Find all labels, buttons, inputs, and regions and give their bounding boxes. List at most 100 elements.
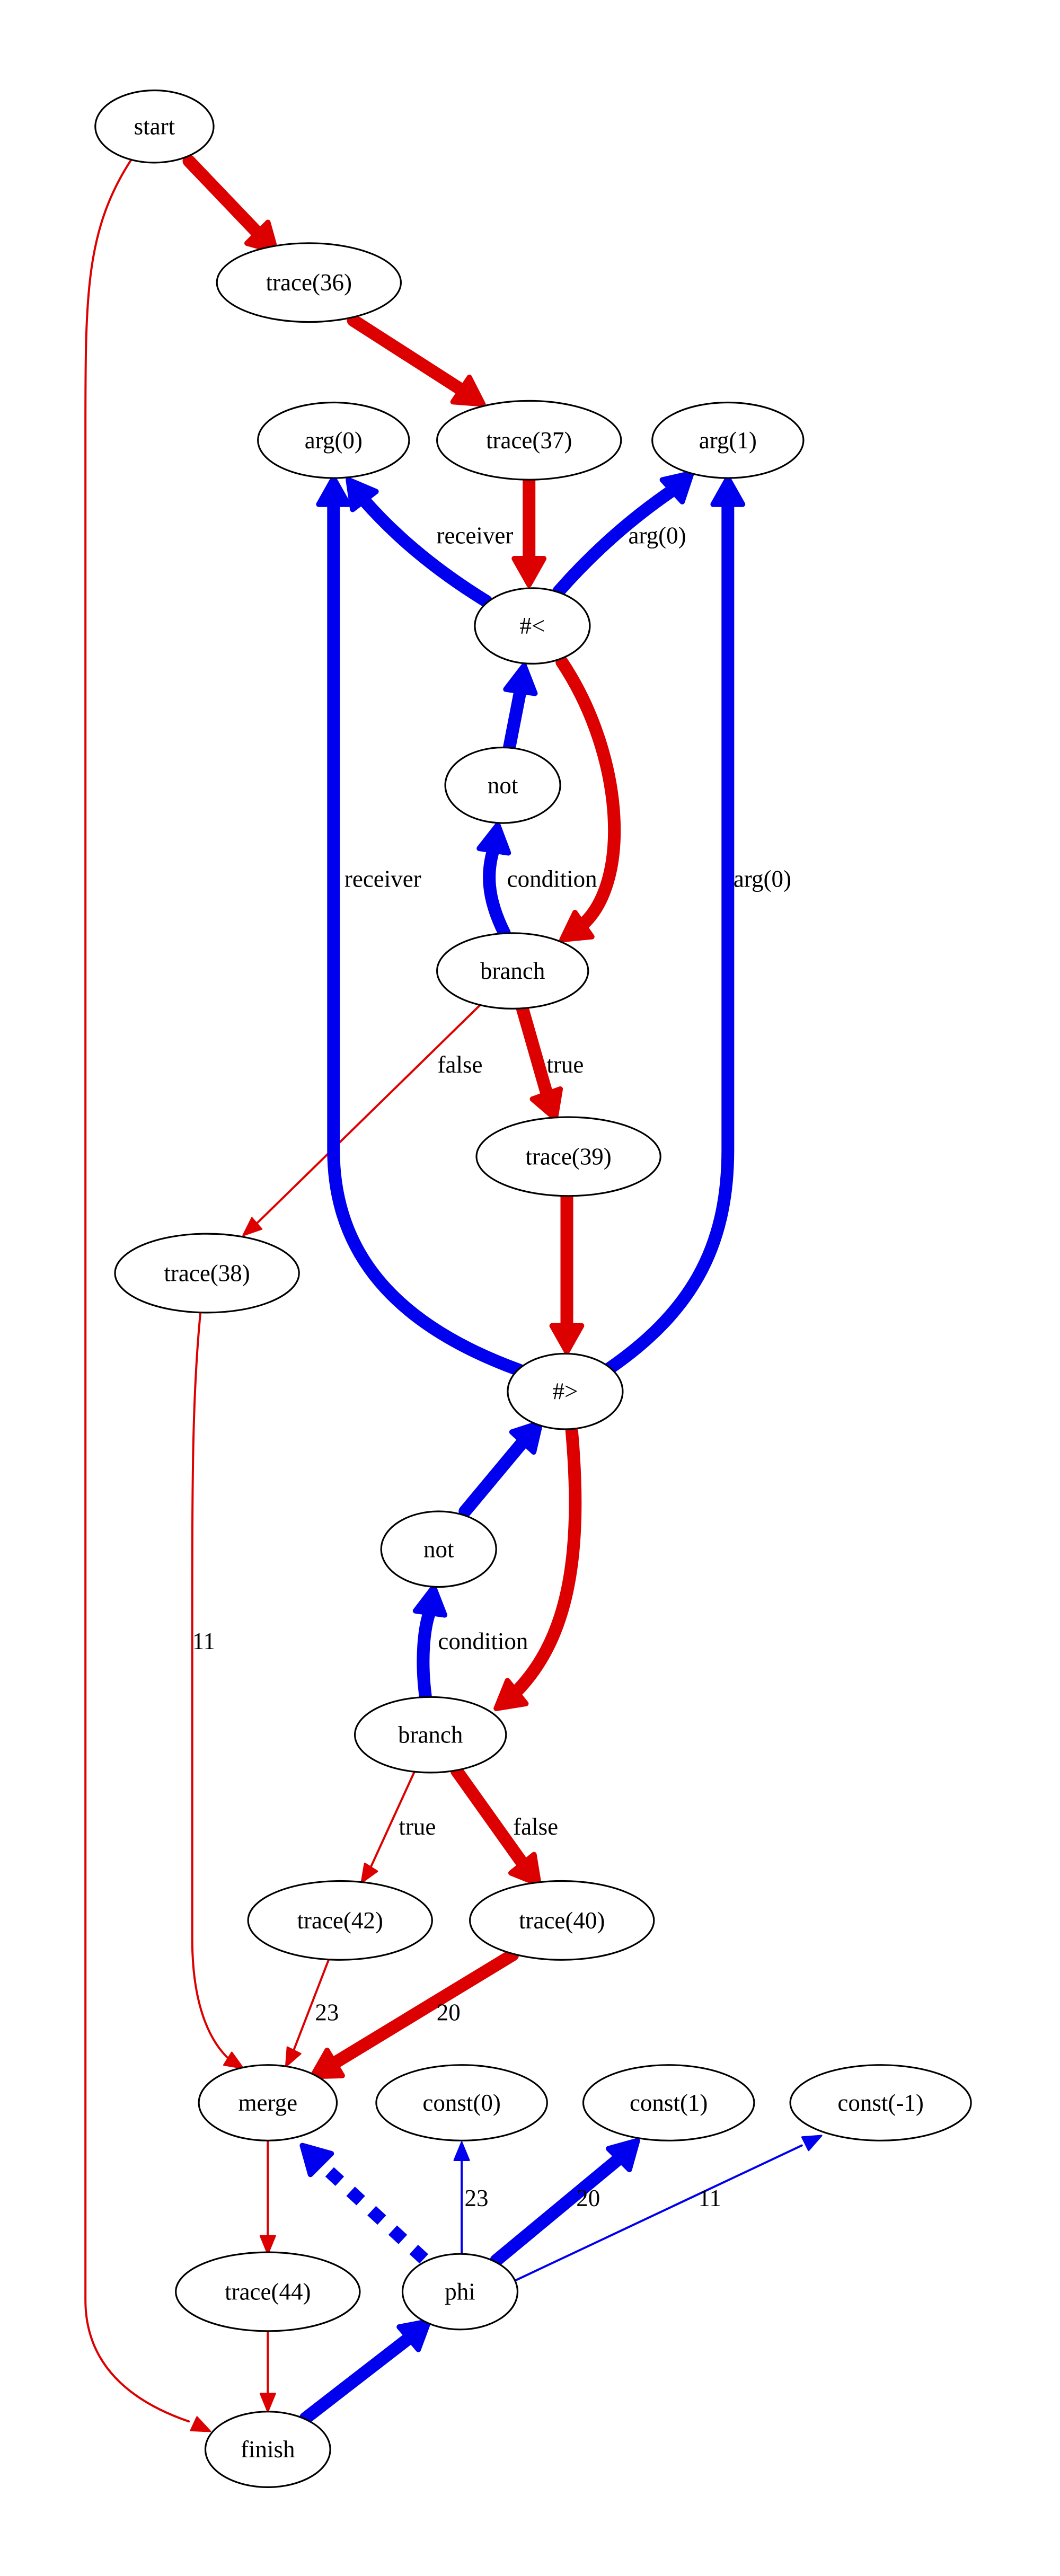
node-label: arg(1) — [699, 427, 757, 454]
edge-line — [516, 1002, 555, 1107]
node-label: start — [134, 113, 175, 140]
arrowhead — [299, 2143, 334, 2177]
edge-trace38-merge — [191, 1311, 244, 2069]
node-shape — [257, 401, 410, 479]
arrowhead — [310, 2048, 345, 2079]
arrowhead — [529, 1086, 563, 1122]
node-not2: not — [380, 1510, 497, 1588]
node-not1: not — [444, 746, 561, 824]
edge-line — [327, 494, 526, 1377]
node-shape — [114, 1233, 300, 1314]
edge-line — [314, 2157, 428, 2264]
node-const1: const(1) — [582, 2064, 755, 2141]
node-trace44: trace(44) — [175, 2251, 361, 2332]
arrowhead — [316, 475, 351, 507]
edge-line — [506, 1424, 582, 1702]
node-start: start — [94, 89, 215, 164]
node-phi: phi — [401, 2253, 519, 2331]
node-shape — [507, 1352, 624, 1430]
edge-label-branch2-trace42: true — [399, 1813, 436, 1840]
arrowhead — [493, 1678, 529, 1711]
arrowhead — [606, 2138, 640, 2173]
node-label: const(0) — [422, 2090, 500, 2116]
edge-line — [515, 2144, 803, 2281]
node-label: #< — [519, 613, 545, 639]
edge-line — [255, 1004, 481, 1225]
edge-branch2-not2 — [412, 1584, 447, 1704]
edge-line — [417, 1604, 437, 1704]
node-trace42: trace(42) — [247, 1880, 433, 1961]
edge-label-lt-arg1: arg(0) — [628, 523, 686, 549]
edge-lt-arg0 — [346, 477, 493, 608]
edge-label-branch1-not1: condition — [507, 866, 597, 892]
edge-lt-arg1 — [552, 470, 695, 598]
edge-branch1-trace39 — [516, 1002, 563, 1122]
edge-trace44-finish — [259, 2330, 276, 2413]
node-shape — [216, 242, 402, 323]
node-label: branch — [398, 1722, 463, 1748]
node-trace39: trace(39) — [475, 1116, 661, 1197]
node-label: trace(42) — [297, 1907, 383, 1934]
node-arg0: arg(0) — [257, 401, 410, 479]
arrowhead — [508, 1852, 542, 1887]
edge-label-branch1-trace38: false — [438, 1051, 483, 1078]
node-shape — [247, 1880, 433, 1961]
edge-label-phi-constm1: 11 — [699, 2185, 721, 2211]
edge-phi-const0 — [453, 2141, 470, 2255]
edge-label-trace38-merge: 11 — [192, 1628, 215, 1654]
edge-line — [358, 494, 493, 608]
node-shape — [94, 89, 215, 164]
node-arg1: arg(1) — [651, 401, 805, 479]
arrowhead — [503, 662, 538, 696]
edge-phi-const1 — [490, 2138, 640, 2267]
edge-line — [450, 1764, 532, 1874]
arrowhead — [453, 2141, 470, 2161]
edge-trace36-trace37 — [347, 314, 486, 407]
node-shape — [354, 1696, 507, 1774]
edge-line — [322, 1949, 519, 2073]
edge-gt-branch2 — [493, 1424, 582, 1711]
arrowhead — [412, 1584, 447, 1618]
node-branch2: branch — [354, 1696, 507, 1774]
edge-phi-constm1 — [515, 2135, 823, 2281]
edge-line — [182, 154, 266, 242]
arrowhead — [476, 822, 511, 856]
node-label: merge — [238, 2090, 297, 2116]
edge-label-branch1-trace39: true — [546, 1051, 584, 1078]
node-gt: #> — [507, 1352, 624, 1430]
node-shape — [475, 1116, 661, 1197]
edge-branch2-trace40 — [450, 1764, 542, 1887]
arrowhead — [396, 2318, 432, 2352]
node-label: finish — [241, 2436, 295, 2463]
edge-line — [598, 494, 735, 1378]
edge-merge-trace44 — [259, 2139, 276, 2255]
edge-branch1-not1 — [476, 822, 511, 940]
node-shape — [375, 2064, 548, 2141]
node-const0: const(0) — [375, 2064, 548, 2141]
edge-line — [299, 2333, 414, 2425]
node-shape — [582, 2064, 755, 2141]
edge-start-finish — [84, 158, 211, 2432]
edge-label-trace42-merge: 23 — [315, 1999, 339, 2026]
node-shape — [474, 587, 591, 665]
node-label: trace(36) — [266, 269, 352, 296]
node-lt: #< — [474, 587, 591, 665]
node-branch1: branch — [436, 932, 589, 1010]
arrowhead — [242, 1217, 263, 1236]
node-trace38: trace(38) — [114, 1233, 300, 1314]
arrowhead — [259, 2393, 276, 2413]
node-shape — [175, 2251, 361, 2332]
edge-start-trace36 — [182, 154, 279, 254]
arrowhead — [710, 475, 746, 507]
node-label: const(1) — [630, 2090, 708, 2116]
edge-line — [555, 656, 621, 935]
edge-line — [483, 839, 511, 940]
node-label: trace(38) — [164, 1260, 250, 1287]
node-shape — [204, 2411, 331, 2489]
edge-line — [368, 1771, 416, 1871]
node-trace36: trace(36) — [216, 242, 402, 323]
node-label: not — [488, 772, 518, 799]
node-shape — [444, 746, 561, 824]
edge-phi-merge — [299, 2143, 428, 2264]
